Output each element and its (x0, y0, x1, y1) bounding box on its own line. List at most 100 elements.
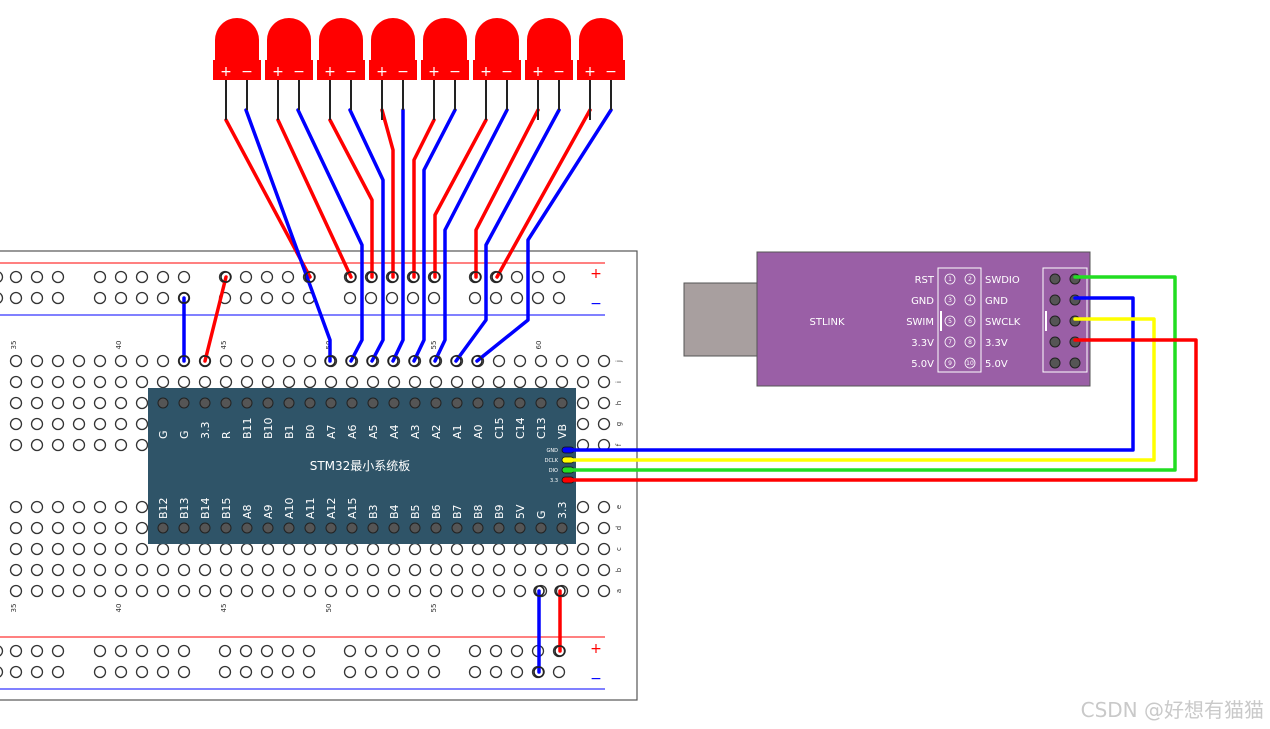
breadboard-hole (597, 396, 611, 410)
stm32-pin (451, 522, 463, 534)
wire-endpoint (450, 355, 462, 367)
stm32-pin (514, 397, 526, 409)
row-letter: b (615, 567, 623, 572)
breadboard-hole (30, 584, 44, 598)
stm32-pin (367, 397, 379, 409)
breadboard-hole (576, 500, 590, 514)
breadboard-hole (9, 438, 23, 452)
breadboard-hole (366, 375, 380, 389)
breadboard-hole (219, 563, 233, 577)
breadboard-hole (471, 563, 485, 577)
breadboard-hole (576, 417, 590, 431)
breadboard-hole (93, 563, 107, 577)
rail-hole (281, 644, 295, 658)
stm32-pin-label: B0 (304, 424, 317, 439)
breadboard-hole (303, 542, 317, 556)
led-cathode-sign: − (605, 64, 617, 80)
rail-hole (552, 665, 566, 679)
stm32-pin (241, 522, 253, 534)
breadboard-hole (72, 563, 86, 577)
column-number: 40 (115, 341, 123, 350)
column-number: 55 (430, 341, 438, 350)
breadboard-hole (30, 500, 44, 514)
rail-hole (510, 270, 524, 284)
stm32-pin (451, 397, 463, 409)
breadboard-hole (324, 375, 338, 389)
stm32-pin (157, 397, 169, 409)
stm32-pin-label: A3 (409, 424, 422, 439)
breadboard-hole (156, 542, 170, 556)
rail-hole (114, 665, 128, 679)
stm32-side-pin-label: 3.3 (550, 478, 558, 484)
breadboard-hole (156, 375, 170, 389)
breadboard-hole (156, 354, 170, 368)
breadboard-hole (114, 438, 128, 452)
breadboard-hole (30, 438, 44, 452)
led-anode-wire (495, 108, 592, 279)
stm32-pin (346, 522, 358, 534)
breadboard-hole (576, 563, 590, 577)
led: +− (317, 18, 365, 120)
led-dome (579, 18, 623, 60)
power-jumper-wire (203, 275, 228, 363)
breadboard-hole (450, 375, 464, 389)
rail-hole (552, 291, 566, 305)
rail-hole (51, 291, 65, 305)
breadboard-hole (513, 584, 527, 598)
stm32-pin-label: G (535, 510, 548, 519)
breadboard-hole (93, 396, 107, 410)
wire-endpoint (429, 271, 441, 283)
stm32-pin (199, 397, 211, 409)
stm32-pin (409, 397, 421, 409)
stm32-pin (262, 522, 274, 534)
rail-hole (385, 291, 399, 305)
stm32-pin-label: A5 (367, 424, 380, 439)
led-cathode-sign: − (553, 64, 565, 80)
led: +− (473, 18, 521, 120)
stlink-pin-label: SWDIO (985, 275, 1020, 286)
rail-hole (30, 291, 44, 305)
stm32-pin (535, 522, 547, 534)
breadboard-hole (9, 354, 23, 368)
stm32-pin-label: C13 (535, 417, 548, 439)
led-dome (527, 18, 571, 60)
breadboard-hole (576, 396, 590, 410)
stm32-pin (472, 522, 484, 534)
led-cathode-wire (391, 108, 405, 363)
breadboard-hole (471, 542, 485, 556)
stlink-pin-label: 5.0V (985, 359, 1008, 370)
stlink-pin-label: GND (985, 296, 1008, 307)
wire-endpoint (366, 355, 378, 367)
stlink-pin-label: SWIM (906, 317, 934, 328)
breadboard-hole (114, 563, 128, 577)
breadboard-hole (261, 542, 275, 556)
stm32-pin-label: B7 (451, 504, 464, 519)
breadboard-hole (9, 417, 23, 431)
breadboard-hole (597, 375, 611, 389)
breadboard-hole (114, 584, 128, 598)
stm32-pin-label: A1 (451, 424, 464, 439)
breadboard-hole (555, 563, 569, 577)
stlink-body (756, 251, 1091, 387)
led-anode-wire (433, 118, 488, 279)
led: +− (525, 18, 573, 120)
stlink-pin-marker (944, 315, 956, 327)
breadboard-hole (72, 396, 86, 410)
rail-hole (177, 644, 191, 658)
breadboard-hole (156, 563, 170, 577)
rail-hole (343, 665, 357, 679)
led-cathode-sign: − (449, 64, 461, 80)
stlink-usb-plug (683, 282, 759, 357)
breadboard-hole (345, 563, 359, 577)
stm32-pin (535, 397, 547, 409)
rail-hole (93, 665, 107, 679)
breadboard-hole (513, 354, 527, 368)
breadboard-hole (387, 375, 401, 389)
rail-hole (156, 644, 170, 658)
breadboard-hole (198, 563, 212, 577)
rail-hole (30, 270, 44, 284)
led-dome (475, 18, 519, 60)
breadboard-hole (513, 375, 527, 389)
led-base (213, 60, 261, 80)
rail-hole (93, 270, 107, 284)
